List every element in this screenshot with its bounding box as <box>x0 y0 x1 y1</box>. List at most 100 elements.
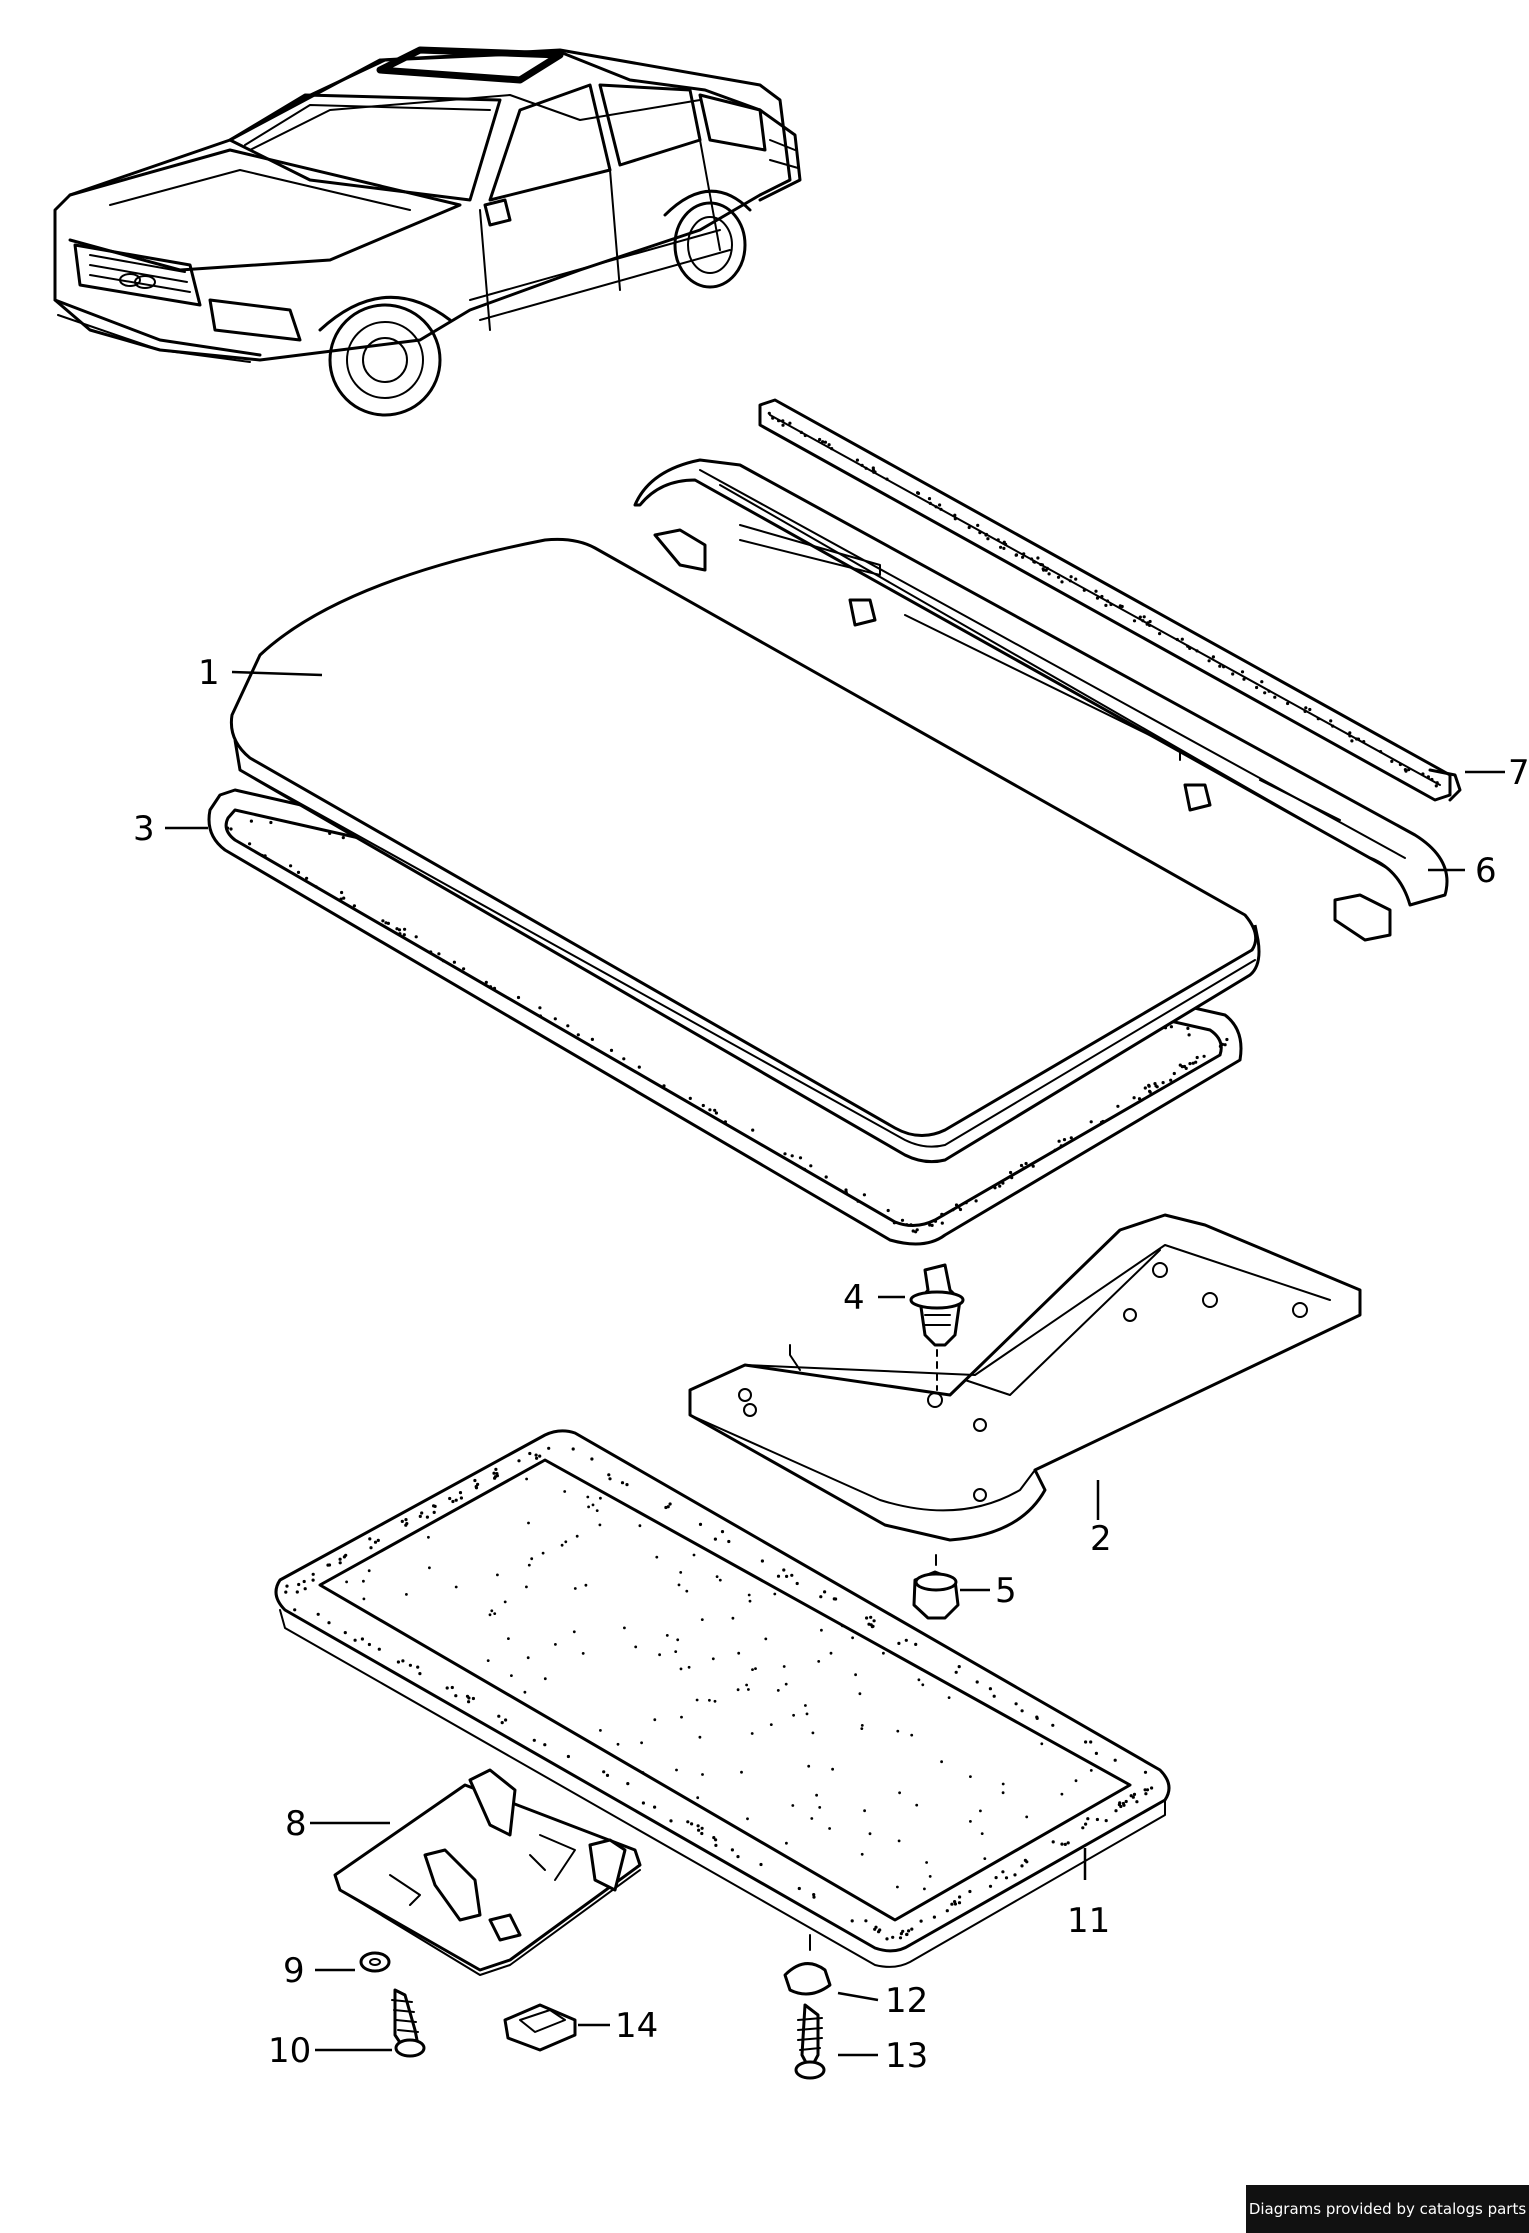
foam-texture-dot <box>586 1495 590 1499</box>
foam-texture-dot <box>488 1613 492 1617</box>
foam-texture-dot <box>851 1636 854 1640</box>
foam-texture-dot <box>850 1919 854 1923</box>
foam-texture-dot <box>1013 1873 1017 1877</box>
foam-texture-dot <box>616 1742 620 1746</box>
foam-texture-dot <box>352 904 356 908</box>
label-14: 14 <box>615 2006 658 2046</box>
foam-texture-dot <box>795 1581 799 1586</box>
foam-texture-dot <box>747 1593 751 1597</box>
foam-texture-dot <box>314 885 318 889</box>
foam-texture-dot <box>811 1731 815 1735</box>
foam-texture-dot <box>669 1819 673 1823</box>
foam-texture-dot <box>827 443 831 447</box>
foam-texture-dot <box>828 1827 831 1830</box>
foam-texture-dot <box>983 1857 987 1860</box>
foam-texture-dot <box>928 1223 932 1227</box>
foam-texture-dot <box>497 1714 501 1718</box>
callout-labels: 1 3 2 4 5 6 7 8 9 10 11 12 13 14 <box>133 653 1529 2076</box>
foam-texture-dot <box>543 1743 547 1747</box>
foam-texture-dot <box>420 1511 424 1515</box>
foam-texture-dot <box>798 1156 803 1160</box>
foam-texture-dot <box>295 1590 299 1594</box>
foam-texture-dot <box>690 1822 694 1826</box>
foam-texture-dot <box>940 1221 944 1225</box>
foam-texture-dot <box>249 819 253 823</box>
foam-texture-dot <box>1180 637 1184 641</box>
foam-texture-dot <box>1398 762 1402 767</box>
foam-texture-dot <box>360 1637 364 1641</box>
foam-texture-dot <box>815 1793 818 1797</box>
foam-texture-dot <box>668 1502 672 1506</box>
foam-texture-dot <box>855 458 860 462</box>
foam-texture-dot <box>964 1201 968 1205</box>
foam-texture-dot <box>1263 691 1267 695</box>
part-5-nut <box>912 1554 960 1620</box>
foam-texture-dot <box>862 1193 867 1197</box>
foam-texture-dot <box>860 463 864 467</box>
foam-texture-dot <box>493 1612 497 1615</box>
foam-texture-dot <box>634 1645 638 1649</box>
foam-texture-dot <box>969 1775 972 1778</box>
foam-texture-dot <box>720 1530 725 1534</box>
foam-texture-dot <box>677 1583 681 1587</box>
foam-texture-dot <box>1145 622 1149 626</box>
foam-texture-dot <box>368 1537 372 1541</box>
foam-texture-dot <box>872 1619 876 1623</box>
foam-texture-dot <box>303 1587 307 1591</box>
foam-texture-dot <box>573 1587 577 1590</box>
foam-texture-dot <box>986 537 990 541</box>
foam-texture-dot <box>1094 1751 1098 1755</box>
foam-texture-dot <box>517 1459 521 1463</box>
foam-texture-dot <box>492 1471 496 1475</box>
foam-texture-dot <box>495 1474 499 1478</box>
foam-texture-dot <box>1329 719 1333 723</box>
foam-texture-dot <box>865 1616 869 1620</box>
foam-texture-dot <box>1186 644 1190 648</box>
foam-texture-dot <box>994 1876 998 1880</box>
foam-texture-dot <box>745 1683 748 1687</box>
foam-texture-dot <box>1066 1841 1070 1845</box>
foam-texture-dot <box>328 831 332 836</box>
foam-texture-dot <box>1188 646 1192 651</box>
foam-texture-dot <box>1308 707 1312 712</box>
foam-texture-dot <box>731 1616 735 1620</box>
foam-texture-dot <box>891 1935 895 1939</box>
foam-texture-dot <box>823 440 828 444</box>
foam-texture-dot <box>1240 670 1245 674</box>
part-6-guide-rail <box>633 458 1449 942</box>
foam-texture-dot <box>402 933 406 937</box>
foam-texture-dot <box>590 1037 595 1041</box>
foam-texture-dot <box>818 1806 822 1809</box>
footer-text: Diagrams provided by catalogs parts <box>1248 2200 1527 2218</box>
foam-texture-dot <box>715 1575 719 1578</box>
label-2: 2 <box>1090 1519 1112 1559</box>
foam-texture-dot <box>791 1804 795 1807</box>
foam-texture-dot <box>958 1207 963 1212</box>
foam-texture-dot <box>408 1663 412 1667</box>
foam-texture-dot <box>369 1546 373 1550</box>
foam-texture-dot <box>467 1696 471 1700</box>
foam-texture-dot <box>998 1184 1002 1188</box>
foam-texture-dot <box>927 497 932 501</box>
foam-texture-dot <box>1051 1723 1055 1727</box>
foam-texture-dot <box>821 440 825 444</box>
foam-texture-dot <box>1024 1161 1028 1166</box>
foam-texture-dot <box>769 1723 773 1726</box>
foam-texture-dot <box>1145 1788 1150 1792</box>
foam-texture-dot <box>609 1048 614 1052</box>
foam-texture-dot <box>381 919 385 923</box>
foam-texture-dot <box>799 430 803 434</box>
foam-texture-dot <box>602 1770 606 1774</box>
foam-texture-dot <box>1169 1078 1173 1082</box>
foam-texture-dot <box>1255 685 1259 690</box>
foam-texture-dot <box>688 1096 692 1100</box>
foam-texture-dot <box>930 1223 934 1227</box>
foam-texture-dot <box>1020 1864 1024 1868</box>
foam-texture-dot <box>534 1453 538 1457</box>
foam-texture-dot <box>831 1767 834 1771</box>
foam-texture-dot <box>736 1688 740 1692</box>
foam-texture-dot <box>1004 1876 1009 1880</box>
foam-texture-dot <box>740 1770 743 1774</box>
foam-texture-dot <box>1421 772 1425 776</box>
foam-texture-dot <box>503 1600 507 1604</box>
